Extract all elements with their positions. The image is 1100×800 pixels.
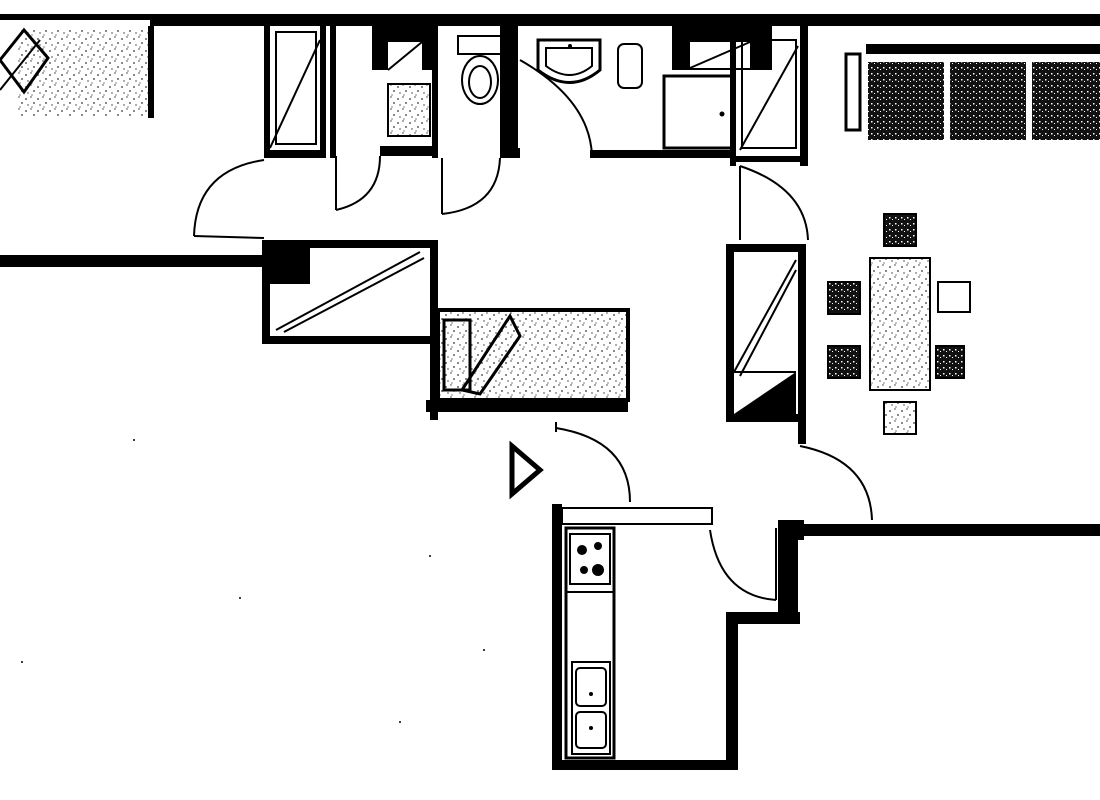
dining-table-icon xyxy=(827,213,971,435)
bidet-icon xyxy=(617,43,643,89)
top-right-cabinets xyxy=(844,44,1100,140)
wall-top-left-room xyxy=(148,26,154,118)
wall-right-horizontal xyxy=(800,524,1100,536)
bathroom-block xyxy=(264,26,520,158)
cabinet-icon xyxy=(387,83,431,137)
main-bathroom xyxy=(519,26,808,166)
wardrobe-icon xyxy=(262,240,438,420)
chair-icon xyxy=(827,345,861,379)
bed-icon xyxy=(0,27,148,116)
wall-left-horizontal xyxy=(0,255,262,267)
entrance-arrow-icon xyxy=(509,440,544,500)
tall-wardrobe-icon xyxy=(726,244,806,444)
chair-icon xyxy=(827,281,861,315)
toilet-icon xyxy=(457,35,505,105)
stove-icon xyxy=(569,533,611,585)
shower-icon xyxy=(662,74,734,150)
wall-top-left xyxy=(0,14,150,20)
kitchen-sink-icon xyxy=(571,661,611,755)
door-arcs xyxy=(193,155,809,241)
sink-icon xyxy=(536,38,602,84)
scan-specks xyxy=(21,439,485,723)
chair-icon xyxy=(883,213,917,247)
middle-bed-icon xyxy=(426,308,630,412)
chair-icon xyxy=(937,281,971,313)
wall-top xyxy=(150,14,1100,26)
chair-icon xyxy=(935,345,965,379)
kitchen xyxy=(552,422,873,770)
chair-icon xyxy=(883,401,917,435)
walls xyxy=(0,14,1100,540)
